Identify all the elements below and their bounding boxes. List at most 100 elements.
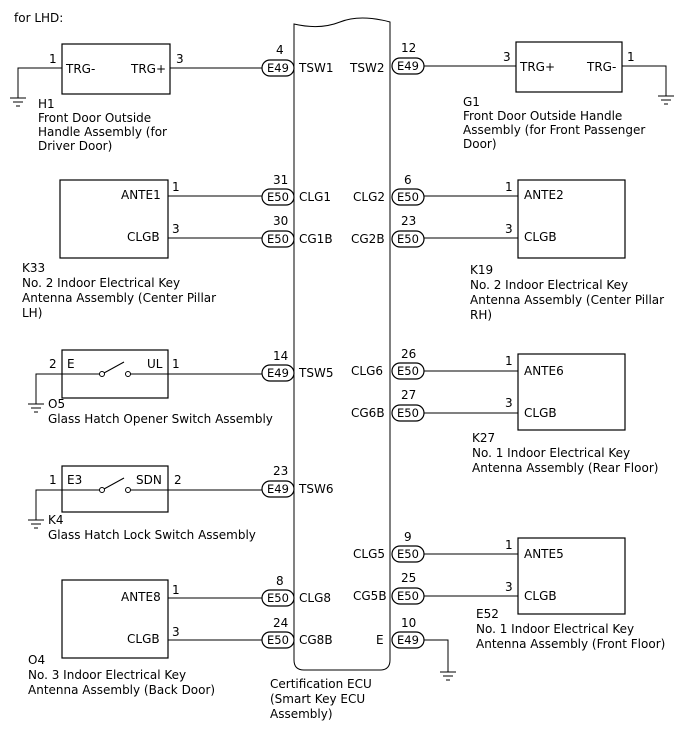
- ecu-pin-clg6: CLG6 26 E50: [351, 347, 425, 380]
- wire-ecu-e-ground: [424, 639, 449, 672]
- terminal-label: TRG-: [65, 62, 95, 76]
- wire-o5-e: [35, 373, 62, 404]
- ecu-body: [293, 17, 391, 671]
- connector-label: E49: [397, 59, 419, 73]
- terminal-label: ANTE8: [121, 590, 161, 604]
- wire-h1-trg-minus: [17, 67, 62, 98]
- component-desc-line: Front Door Outside Handle: [463, 109, 622, 123]
- connector-label: E50: [267, 633, 289, 647]
- signal-name: CLG2: [353, 190, 385, 204]
- connector-label: E49: [267, 366, 289, 380]
- ecu-pin-tsw2: TSW2 12 E49: [349, 41, 425, 75]
- terminal-label: ANTE5: [524, 547, 564, 561]
- connector-pill: [391, 188, 425, 206]
- component-code: E52: [476, 607, 499, 621]
- ecu-label-line-2: (Smart Key ECU: [270, 692, 365, 706]
- component-code: K27: [472, 431, 495, 445]
- pin-number: 12: [401, 41, 416, 55]
- connector-pill: [261, 188, 295, 206]
- pin-number: 30: [273, 214, 288, 228]
- signal-name: TSW2: [349, 61, 384, 75]
- component-k27: ANTE6 CLGB 1 3 K27 No. 1 Indoor Electric…: [472, 353, 658, 475]
- pin-number: 1: [172, 583, 180, 597]
- terminal-label: CLGB: [524, 406, 557, 420]
- signal-name: CG8B: [299, 633, 333, 647]
- terminal-label: ANTE1: [121, 188, 161, 202]
- signal-name: TSW6: [298, 482, 333, 496]
- component-box: [517, 179, 626, 259]
- pin-number: 1: [505, 354, 513, 368]
- component-code: K19: [470, 263, 493, 277]
- component-desc-line: RH): [470, 308, 492, 322]
- signal-name: CG1B: [299, 232, 333, 246]
- pin-number: 3: [505, 222, 513, 236]
- connector-label: E50: [267, 190, 289, 204]
- pin-number: 3: [505, 396, 513, 410]
- component-k19: ANTE2 CLGB 1 3 K19 No. 2 Indoor Electric…: [470, 179, 664, 322]
- signal-name: CLG5: [353, 547, 385, 561]
- component-code: O4: [28, 653, 45, 667]
- signal-name: TSW5: [298, 366, 333, 380]
- pin-number: 1: [505, 538, 513, 552]
- terminal-label: CLGB: [127, 632, 160, 646]
- switch-symbol: [62, 361, 168, 377]
- signal-name: CG2B: [351, 232, 385, 246]
- pin-number: 24: [273, 616, 288, 630]
- ground-symbol-o5: [28, 403, 44, 413]
- ecu-pin-cg8b: 24 E50 CG8B: [261, 616, 333, 649]
- ecu-pin-cg5b: CG5B 25 E50: [353, 571, 425, 605]
- component-box: [515, 41, 623, 93]
- ecu-label-line-3: Assembly): [270, 707, 333, 721]
- pin-number: 2: [49, 357, 57, 371]
- connector-label: E50: [397, 364, 419, 378]
- component-desc-line: LH): [22, 306, 42, 320]
- component-desc-line: Antenna Assembly (Back Door): [28, 683, 215, 697]
- signal-name: CG6B: [351, 406, 385, 420]
- pin-number: 14: [273, 349, 288, 363]
- signal-name: CLG1: [299, 190, 331, 204]
- switch-symbol: [62, 477, 168, 493]
- component-h1: TRG- TRG+ 1 3 H1 Front Door Outside Hand…: [38, 43, 184, 153]
- pin-number: 10: [401, 616, 416, 630]
- component-o5: E UL 2 1 O5 Glass Hatch Opener Switch As…: [48, 349, 273, 426]
- component-o4: ANTE8 CLGB 1 3 O4 No. 3 Indoor Electrica…: [28, 579, 215, 697]
- component-code: O5: [48, 397, 65, 411]
- pin-number: 1: [505, 180, 513, 194]
- ecu-pin-cg1b: 30 E50 CG1B: [261, 214, 333, 248]
- terminal-label: UL: [147, 357, 163, 371]
- wire-k4-e3: [35, 489, 62, 520]
- component-code: K33: [22, 261, 45, 275]
- ground-symbol-g1: [658, 95, 674, 105]
- pin-number: 3: [172, 625, 180, 639]
- component-k4: E3 SDN 1 2 K4 Glass Hatch Lock Switch As…: [48, 465, 256, 542]
- terminal-label: E: [67, 357, 75, 371]
- wire-g1-trg-minus: [622, 65, 667, 96]
- component-box: [61, 465, 169, 513]
- component-box: [517, 537, 626, 615]
- ecu-pin-clg8: 8 E50 CLG8: [261, 574, 331, 607]
- terminal-label: E3: [67, 473, 82, 487]
- terminal-label: SDN: [136, 473, 162, 487]
- pin-number: 23: [401, 214, 416, 228]
- component-desc-line: Glass Hatch Lock Switch Assembly: [48, 528, 256, 542]
- terminal-label: CLGB: [524, 230, 557, 244]
- component-desc-line: Assembly (for Front Passenger: [463, 123, 645, 137]
- component-desc-line: Driver Door): [38, 139, 112, 153]
- component-box: [517, 353, 626, 431]
- component-desc-line: Glass Hatch Opener Switch Assembly: [48, 412, 273, 426]
- connector-pill: [261, 230, 295, 248]
- component-desc-line: No. 1 Indoor Electrical Key: [472, 446, 630, 460]
- pin-number: 3: [503, 50, 511, 64]
- pin-number: 23: [273, 464, 288, 478]
- component-desc-line: Antenna Assembly (Rear Floor): [472, 461, 658, 475]
- ecu-pin-e: E 10 E49: [376, 616, 425, 649]
- component-desc-line: Front Door Outside: [38, 111, 151, 125]
- terminal-label: TRG+: [519, 60, 555, 74]
- terminal-label: ANTE6: [524, 364, 564, 378]
- ecu-pin-tsw1: 4 E49 TSW1: [261, 43, 333, 77]
- component-e52: ANTE5 CLGB 1 3 E52 No. 1 Indoor Electric…: [476, 537, 665, 651]
- connector-label: E50: [397, 547, 419, 561]
- pin-number: 2: [174, 473, 182, 487]
- pin-number: 26: [401, 347, 416, 361]
